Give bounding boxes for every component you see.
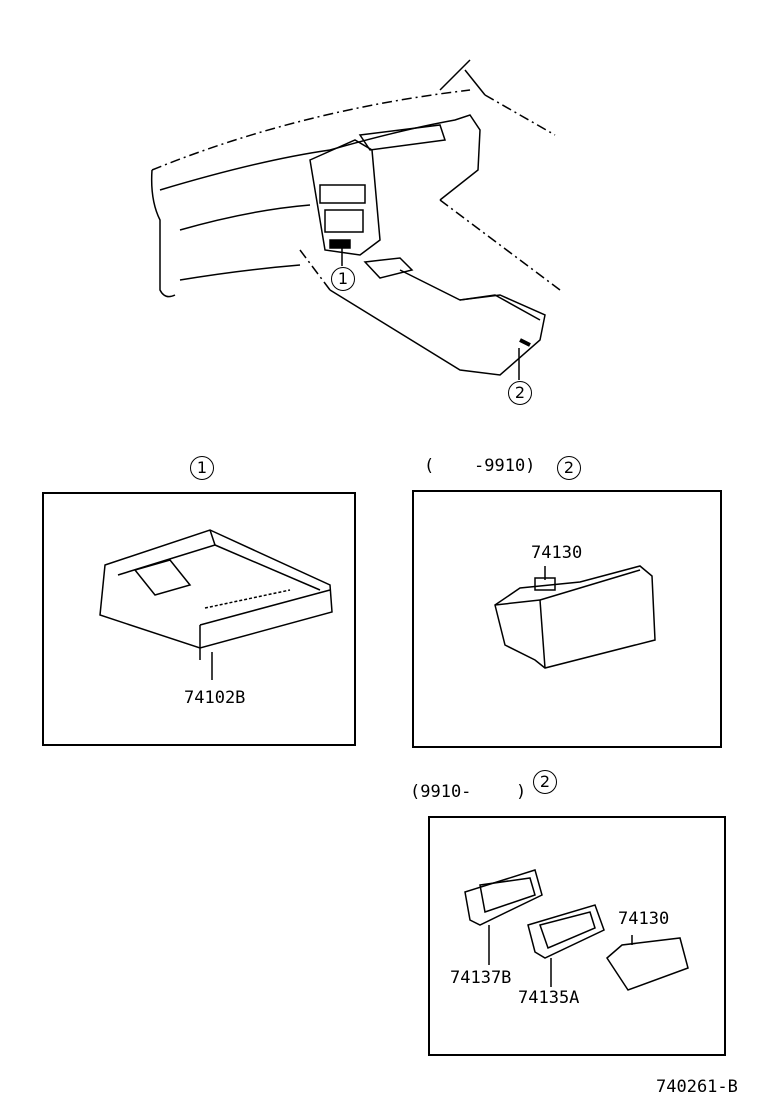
dashboard-overview-drawing [150,59,561,380]
callout-2-dashboard: 2 [508,381,532,405]
panel-2-box [412,490,722,748]
panel-3-range-close: ) [516,782,527,802]
panel-2-range-end: -9910) [474,456,536,476]
callout-2-panel-a: 2 [557,456,581,480]
callout-2-panel-b: 2 [533,770,557,794]
ashtray-drawer-drawing [99,529,333,680]
diagram-id: 740261-B [656,1077,738,1097]
panel-3-box [428,816,726,1056]
panel-3-range-start: (9910- [410,782,472,802]
callout-1-dashboard: 1 [331,267,355,291]
part-label-74102B: 74102B [184,688,246,708]
part-label-74130-a: 74130 [531,543,583,563]
panel-1-box [42,492,356,746]
panel-2-range-open: ( [424,456,435,476]
part-label-74135A: 74135A [518,988,580,1008]
ashtray-74130-drawing-a [494,565,656,669]
callout-1-panel: 1 [190,456,214,480]
part-label-74137B: 74137B [450,968,512,988]
part-label-74130-b: 74130 [618,909,670,929]
